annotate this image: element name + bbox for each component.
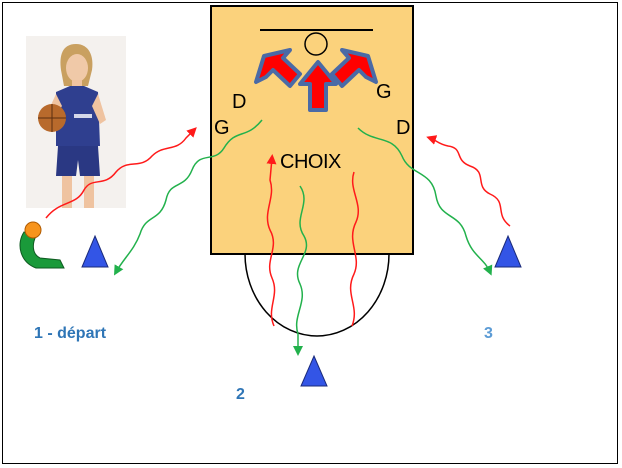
- letter-g-left: G: [214, 117, 230, 139]
- red-dribble-path-right: [426, 135, 511, 227]
- spot-3-label: 3: [484, 325, 493, 342]
- letter-d-left: D: [232, 91, 247, 113]
- arrow-up-right-icon: [330, 48, 378, 88]
- spot-2-label: 2: [236, 386, 245, 403]
- red-dribble-path-center-left: [266, 154, 277, 327]
- rim: [304, 32, 328, 56]
- player-photo: [26, 36, 126, 208]
- player-photo-illustration: [26, 36, 126, 208]
- start-label: 1 - départ: [34, 325, 107, 342]
- green-path-right: [357, 127, 493, 276]
- letter-d-right: D: [396, 117, 411, 139]
- cone-right-icon: [494, 234, 522, 268]
- green-path-left: [114, 119, 263, 276]
- green-path-center: [293, 185, 308, 356]
- letter-g-right: G: [376, 81, 392, 103]
- free-throw-circle: [244, 253, 390, 337]
- arrow-up-left-icon: [254, 48, 302, 88]
- cone-left-icon: [81, 234, 109, 268]
- arrow-up-icon: [298, 60, 338, 112]
- red-dribble-path-left: [45, 127, 197, 219]
- choix-label: CHOIX: [280, 151, 341, 173]
- cone-bottom-icon: [300, 354, 328, 387]
- coach-with-ball-icon: [19, 221, 65, 269]
- red-dribble-path-center-right: [349, 171, 359, 327]
